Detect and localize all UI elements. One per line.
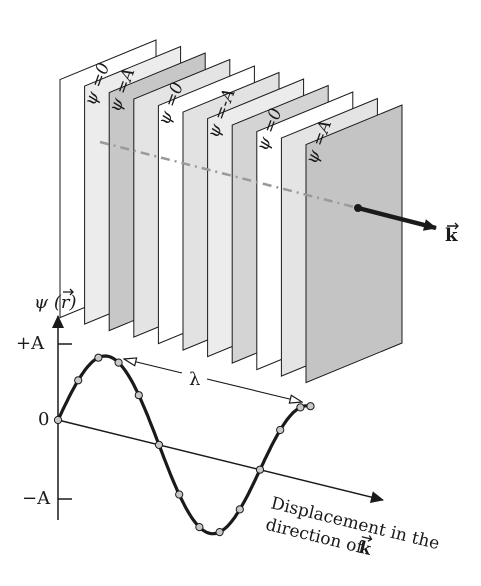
wave-sample-point [154,440,164,449]
wave-sample-point [296,403,305,412]
wave-sample-point [175,490,184,499]
y-axis-label-vec-arrow [63,288,74,296]
wave-sample-point [134,391,143,400]
wavelength-arrow-left [124,359,183,374]
wave-vector-label: k [445,225,458,246]
wavelength-arrow-right [206,378,302,402]
plane-face [305,104,403,384]
y-axis-label: ψ (r) [34,292,77,313]
wave-sample-point [235,505,244,514]
wave-sample-points [53,353,315,537]
tick-label-minus-a: −A [22,488,51,509]
wave-sample-point [195,523,204,532]
wave-sample-point [255,465,265,474]
wave-sample-point [306,402,315,411]
wave-sample-point [94,353,103,362]
tick-label-plus-a: +A [16,333,45,354]
wave-vector-label-overarrow [454,222,459,230]
wavefront-plane-11: ψ =A [302,104,403,384]
wavelength-label: λ [189,369,200,390]
wave-sample-point [276,425,285,435]
x-axis [57,419,384,503]
wave-vector-arrow: k [354,204,459,246]
wave-vector-shaft [357,205,437,231]
propagation-axis-line [99,140,359,210]
wavelength-marker: λ [124,359,302,402]
wave-sample-point [114,358,123,367]
tick-label-zero: 0 [38,409,49,430]
wave-sample-point [74,376,83,385]
wave-sample-point [215,528,224,537]
wave-sample-point [53,415,63,425]
x-axis-caption: Displacement in the direction of k [264,493,442,560]
x-axis-caption-vec-arrow [361,535,373,542]
